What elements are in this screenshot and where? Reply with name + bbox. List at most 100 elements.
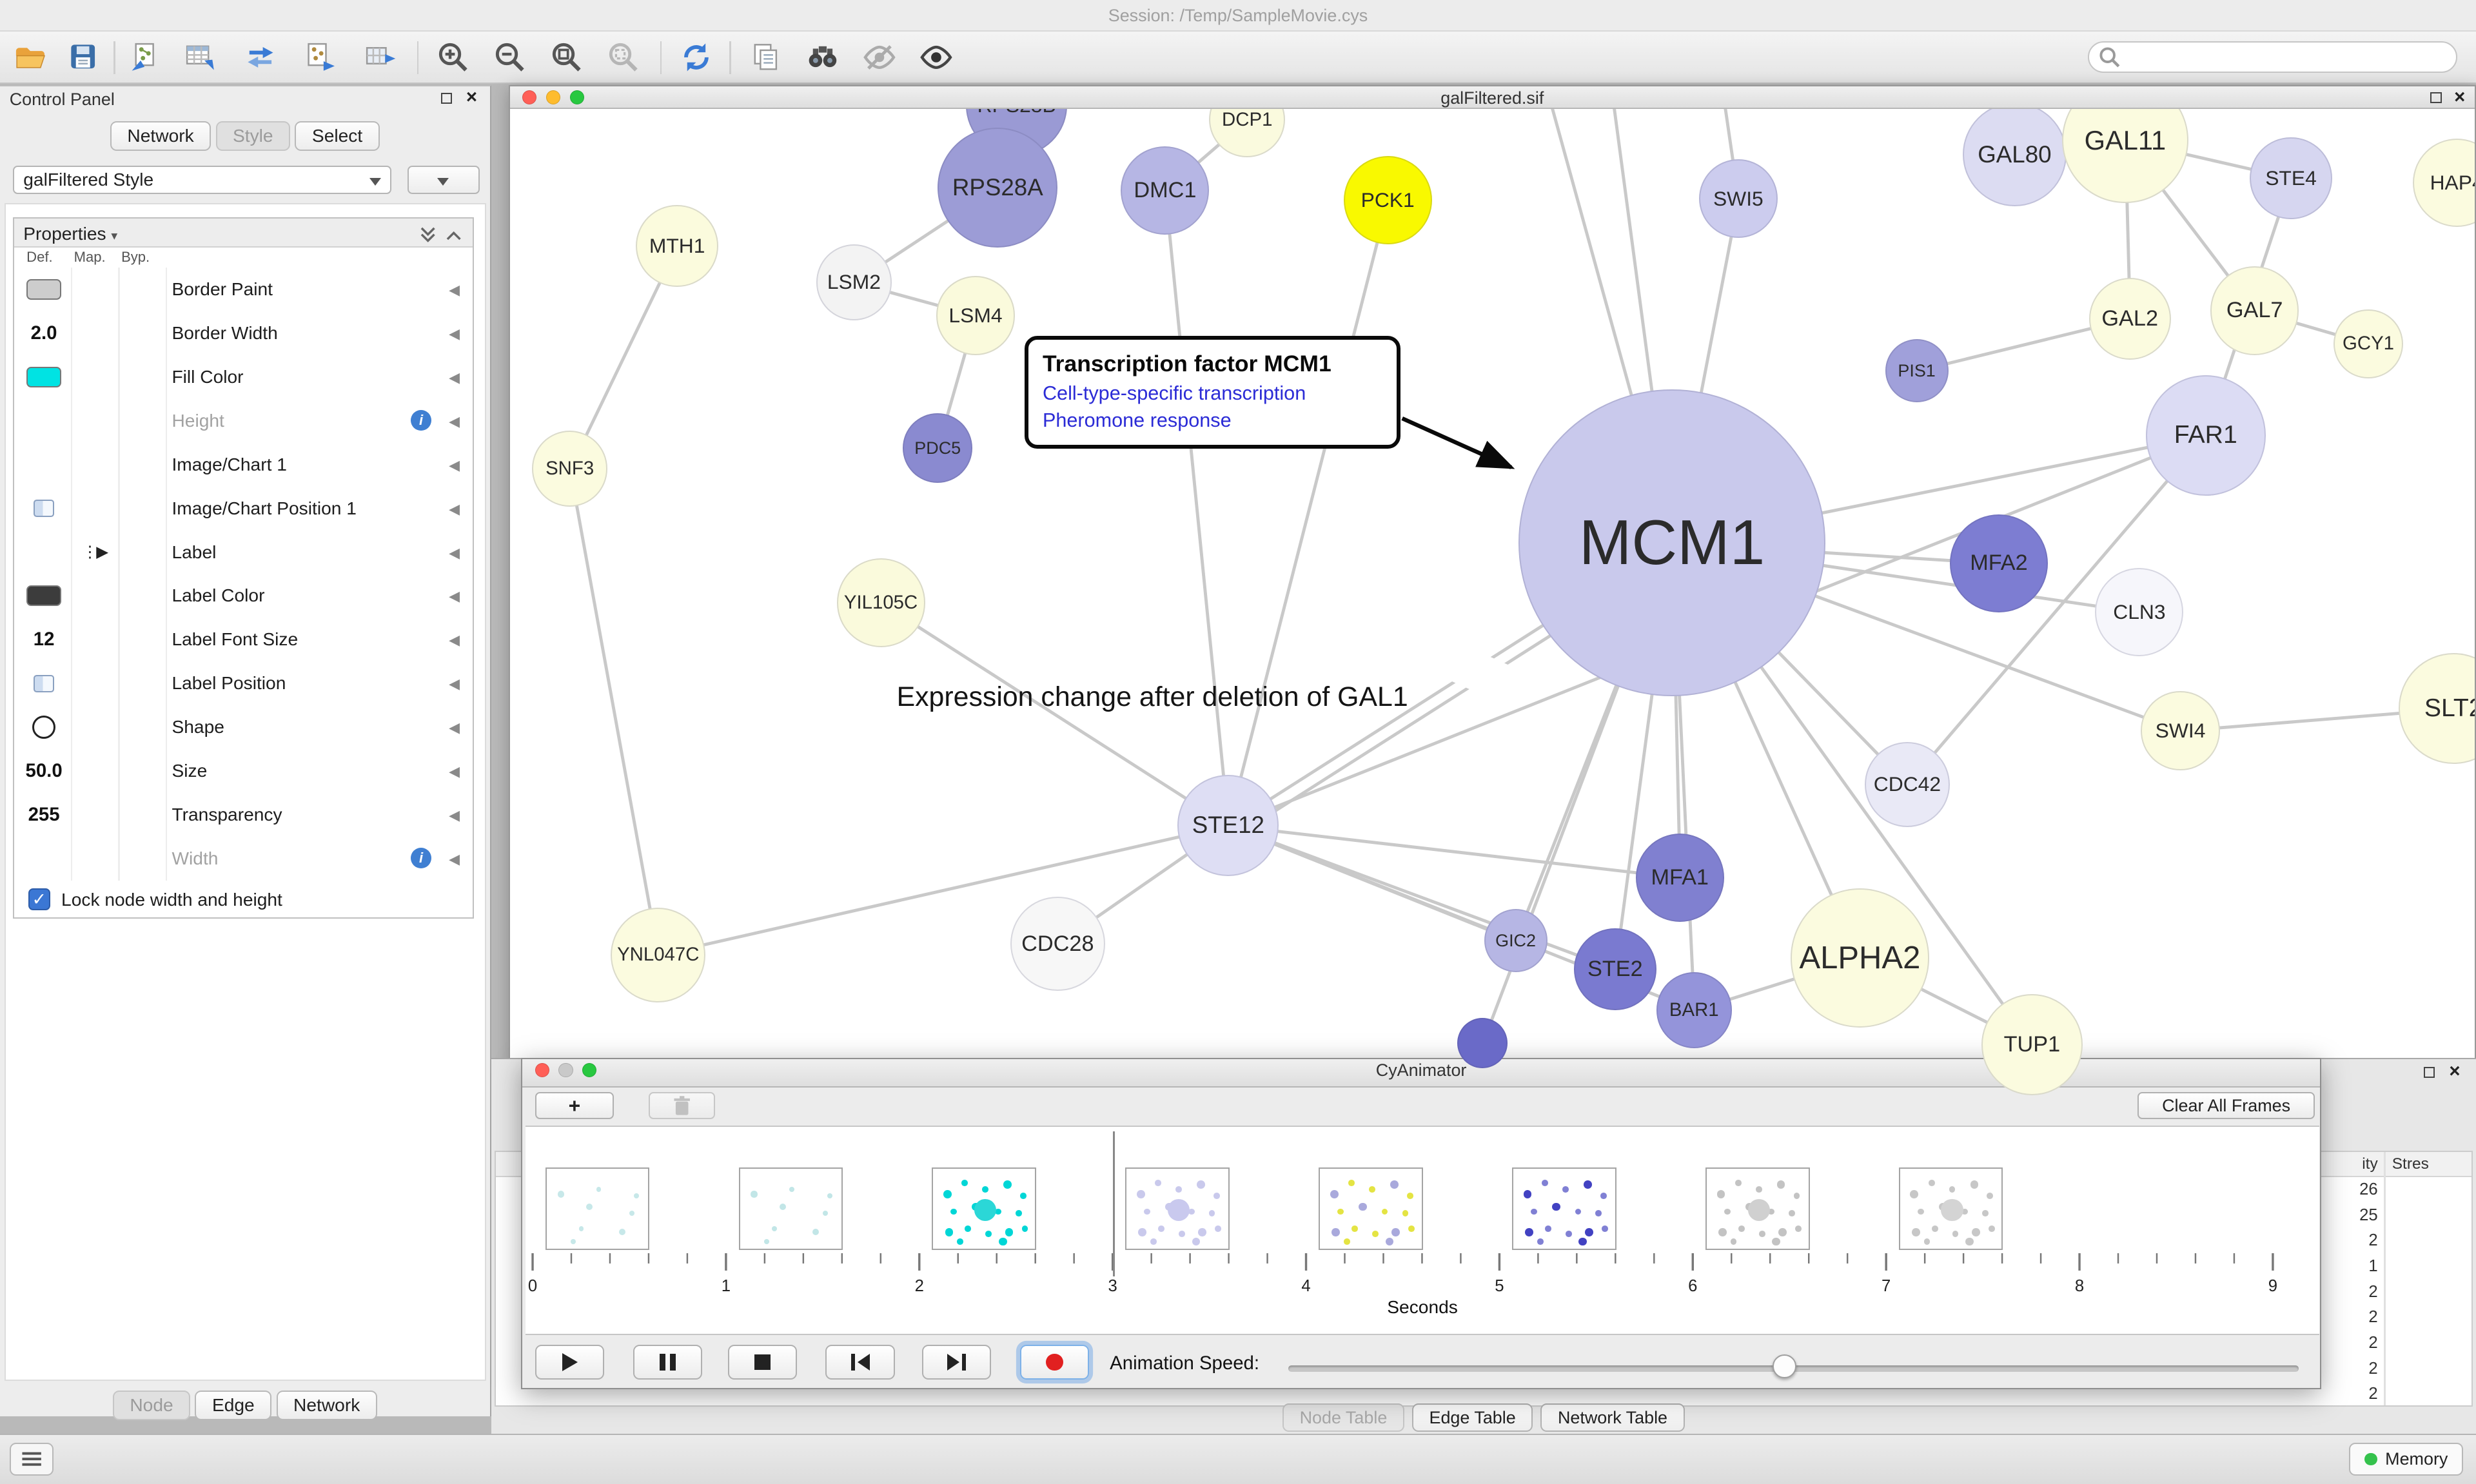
mapping-cell[interactable] xyxy=(71,574,118,618)
expand-chevron-icon[interactable]: ◀ xyxy=(449,588,460,605)
network-node-cln3[interactable]: CLN3 xyxy=(2095,568,2183,656)
network-node-mfa1[interactable]: MFA1 xyxy=(1636,834,1724,922)
network-node-gcy1[interactable]: GCY1 xyxy=(2334,309,2403,379)
property-row-width[interactable]: Widthi◀ xyxy=(14,837,473,881)
network-node-swi5[interactable]: SWI5 xyxy=(1699,159,1778,238)
mapping-cell[interactable] xyxy=(71,618,118,661)
network-node-lsm4[interactable]: LSM4 xyxy=(936,276,1015,355)
bypass-cell[interactable] xyxy=(118,618,165,661)
default-value-cell[interactable] xyxy=(17,837,70,881)
property-row-label-position[interactable]: Label Position◀ xyxy=(14,661,473,705)
annotation-link[interactable]: Pheromone response xyxy=(1043,409,1382,432)
network-node-pis1[interactable]: PIS1 xyxy=(1885,339,1949,402)
network-window-titlebar[interactable]: galFiltered.sif × xyxy=(510,86,2475,108)
bypass-cell[interactable] xyxy=(118,574,165,618)
expand-chevron-icon[interactable]: ◀ xyxy=(449,282,460,298)
property-row-image-chart-position-1[interactable]: Image/Chart Position 1◀ xyxy=(14,487,473,531)
property-row-shape[interactable]: Shape◀ xyxy=(14,705,473,749)
close-frame-icon[interactable]: × xyxy=(2454,90,2465,105)
mapping-cell[interactable] xyxy=(71,355,118,399)
frame-thumbnail-1[interactable] xyxy=(739,1167,843,1249)
network-node-ste4[interactable]: STE4 xyxy=(2250,137,2332,219)
expand-chevron-icon[interactable]: ◀ xyxy=(449,851,460,868)
import-table-button[interactable] xyxy=(177,36,224,79)
memory-button[interactable]: Memory xyxy=(2349,1443,2463,1476)
expand-chevron-icon[interactable]: ◀ xyxy=(449,545,460,561)
find-button[interactable] xyxy=(799,36,846,79)
expand-chevron-icon[interactable]: ◀ xyxy=(449,369,460,386)
mapping-cell[interactable] xyxy=(71,487,118,531)
network-node-gal2[interactable]: GAL2 xyxy=(2089,278,2171,360)
default-value-cell[interactable]: 255 xyxy=(17,793,70,837)
frame-thumbnail-6[interactable] xyxy=(1705,1167,1810,1249)
frame-thumbnail-3[interactable] xyxy=(1125,1167,1230,1249)
network-node-ste2[interactable]: STE2 xyxy=(1574,928,1656,1010)
property-row-transparency[interactable]: 255Transparency◀ xyxy=(14,793,473,837)
mapping-cell[interactable] xyxy=(71,268,118,311)
tab-edge-table[interactable]: Edge Table xyxy=(1412,1403,1533,1432)
default-value-cell[interactable]: 50.0 xyxy=(17,749,70,793)
pause-button[interactable] xyxy=(633,1345,703,1380)
previous-frame-button[interactable] xyxy=(825,1345,895,1380)
annotation-link[interactable]: Cell-type-specific transcription xyxy=(1043,382,1382,405)
network-node-swi4[interactable]: SWI4 xyxy=(2141,691,2219,770)
float-panel-icon[interactable] xyxy=(441,93,452,104)
bypass-cell[interactable] xyxy=(118,531,165,574)
frame-thumbnail-7[interactable] xyxy=(1899,1167,2003,1249)
default-value-cell[interactable] xyxy=(17,487,70,531)
network-node-far1[interactable]: FAR1 xyxy=(2146,375,2266,495)
property-row-border-width[interactable]: 2.0Border Width◀ xyxy=(14,311,473,355)
zoom-fit-button[interactable] xyxy=(543,36,590,79)
frame-thumbnail-4[interactable] xyxy=(1319,1167,1423,1249)
bypass-cell[interactable] xyxy=(118,399,165,443)
apply-layout-button[interactable] xyxy=(673,36,720,79)
default-value-cell[interactable] xyxy=(17,399,70,443)
mapping-cell[interactable] xyxy=(71,837,118,881)
mcm1-annotation-box[interactable]: Transcription factor MCM1 Cell-type-spec… xyxy=(1025,336,1400,448)
tab-select[interactable]: Select xyxy=(295,121,379,151)
close-panel-icon[interactable]: × xyxy=(466,90,477,105)
timeline[interactable]: 0123456789 Seconds xyxy=(526,1126,2319,1336)
search-box[interactable] xyxy=(2088,41,2457,73)
network-node-mcm1[interactable]: MCM1 xyxy=(1518,389,1825,696)
network-node-yil105c[interactable]: YIL105C xyxy=(837,558,925,647)
property-row-size[interactable]: 50.0Size◀ xyxy=(14,749,473,793)
expand-chevron-icon[interactable]: ◀ xyxy=(449,413,460,430)
zoom-out-button[interactable] xyxy=(486,36,533,79)
bypass-cell[interactable] xyxy=(118,355,165,399)
next-frame-button[interactable] xyxy=(922,1345,992,1380)
network-node-mfa2[interactable]: MFA2 xyxy=(1950,514,2048,612)
bypass-cell[interactable] xyxy=(118,443,165,487)
collapse-all-icon[interactable] xyxy=(444,225,463,244)
export-table-button[interactable] xyxy=(357,36,404,79)
default-value-cell[interactable] xyxy=(17,705,70,749)
copy-view-button[interactable] xyxy=(742,36,789,79)
expand-all-icon[interactable] xyxy=(418,225,437,244)
search-input[interactable] xyxy=(2121,47,2456,67)
show-all-button[interactable] xyxy=(913,36,960,79)
mapping-cell[interactable] xyxy=(71,661,118,705)
mapping-cell[interactable] xyxy=(71,311,118,355)
bypass-cell[interactable] xyxy=(118,793,165,837)
network-node-pck1[interactable]: PCK1 xyxy=(1344,156,1432,244)
expand-chevron-icon[interactable]: ◀ xyxy=(449,501,460,518)
default-value-cell[interactable] xyxy=(17,268,70,311)
mapping-cell[interactable] xyxy=(71,705,118,749)
close-panel-icon[interactable]: × xyxy=(2449,1064,2460,1079)
mapping-cell[interactable] xyxy=(71,793,118,837)
mapping-cell[interactable] xyxy=(71,749,118,793)
property-row-label-font-size[interactable]: 12Label Font Size◀ xyxy=(14,618,473,661)
network-tools-button[interactable] xyxy=(237,36,284,79)
open-session-button[interactable] xyxy=(6,36,54,79)
bypass-cell[interactable] xyxy=(118,487,165,531)
column-header-stress[interactable]: Stres xyxy=(2392,1155,2429,1173)
expand-chevron-icon[interactable]: ◀ xyxy=(449,807,460,824)
expand-chevron-icon[interactable]: ◀ xyxy=(449,326,460,342)
clear-all-frames-button[interactable]: Clear All Frames xyxy=(2137,1092,2314,1119)
style-options-button[interactable] xyxy=(408,166,480,194)
expand-chevron-icon[interactable]: ◀ xyxy=(449,676,460,692)
expand-chevron-icon[interactable]: ◀ xyxy=(449,457,460,474)
expand-chevron-icon[interactable]: ◀ xyxy=(449,719,460,736)
frame-thumbnail-0[interactable] xyxy=(545,1167,650,1249)
mapping-cell[interactable] xyxy=(71,443,118,487)
